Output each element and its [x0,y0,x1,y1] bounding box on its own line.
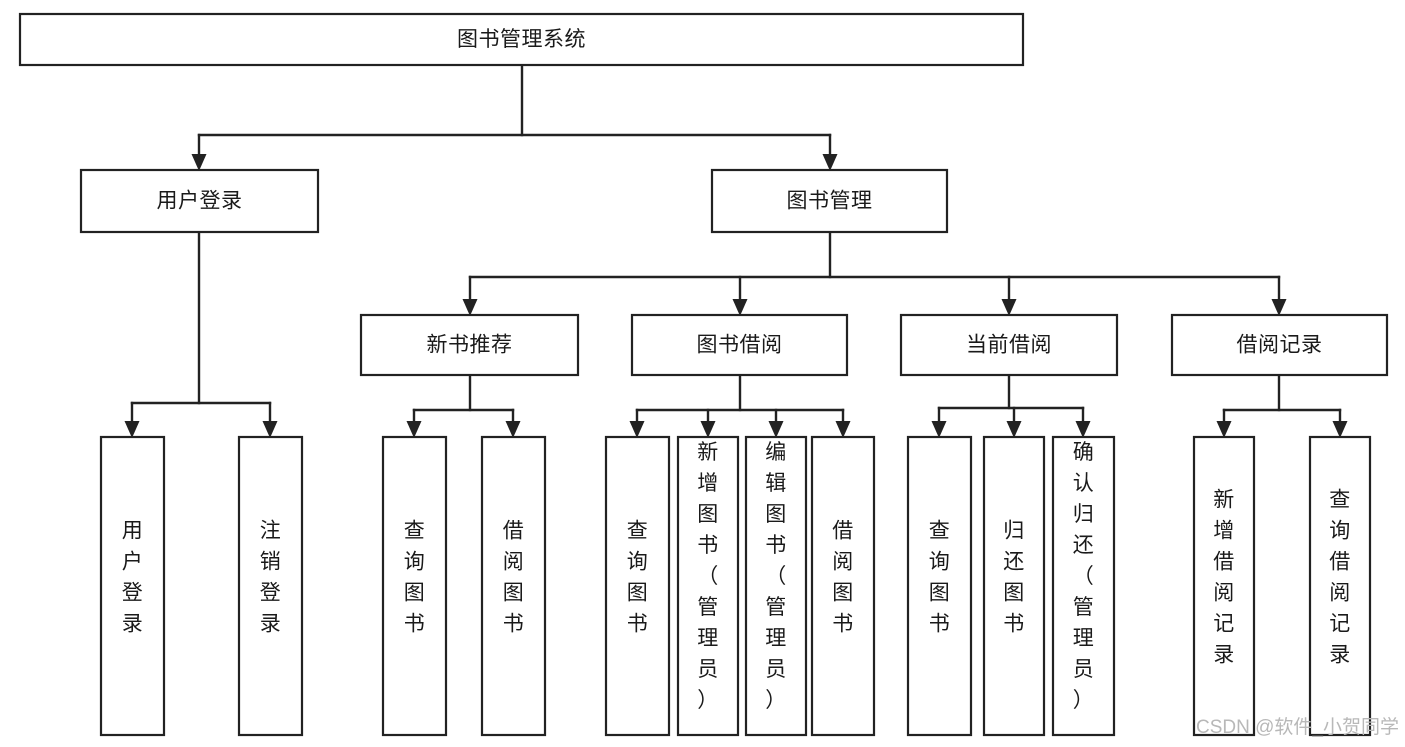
node-leaf-add-book-admin-label: 新增图书（管理员） [697,441,719,712]
arrow-head-icon [262,421,278,438]
arrow-head-icon [768,421,784,438]
connector-group-record-to-leaves [1216,373,1348,438]
arrow-head-icon [124,421,140,438]
node-leaf-return-book[interactable]: 归还图书 [982,435,1046,737]
node-book-manage-label: 图书管理 [787,190,873,213]
node-leaf-confirm-return-admin[interactable]: 确认归还（管理员） [1051,435,1116,737]
node-leaf-add-book-admin[interactable]: 新增图书（管理员） [676,435,740,737]
node-user-login-rect[interactable] [79,168,320,234]
node-book-borrow[interactable]: 图书借阅 [630,313,849,377]
arrow-head-icon [835,421,851,438]
arrow-head-icon [505,421,521,438]
arrow-head-icon [700,421,716,438]
node-leaf-confirm-return-admin-label: 确认归还（管理员） [1073,441,1095,712]
arrow-head-icon [191,154,207,171]
connector-group-borrow-to-leaves [629,373,851,438]
arrow-head-icon [1332,421,1348,438]
node-book-manage-rect[interactable] [710,168,949,234]
node-leaf-query-borrow-record-rect[interactable] [1308,435,1372,737]
node-leaf-user-login-rect[interactable] [99,435,166,737]
node-leaf-add-borrow-record-rect[interactable] [1192,435,1256,737]
node-leaf-borrow-book-1-rect[interactable] [480,435,547,737]
node-leaf-query-book-2-rect[interactable] [604,435,671,737]
node-root-system[interactable]: 图书管理系统 [18,12,1025,67]
node-leaf-add-borrow-record[interactable]: 新增借阅记录 [1192,435,1256,737]
node-leaf-query-book-3-label: 查询图书 [929,520,951,636]
node-leaf-query-book-1-label: 查询图书 [404,520,426,636]
node-leaf-return-book-rect[interactable] [982,435,1046,737]
node-leaf-user-logout-rect[interactable] [237,435,304,737]
node-leaf-borrow-book-1-label: 借阅图书 [503,520,525,636]
node-leaf-borrow-book-2-label: 借阅图书 [832,520,854,636]
node-book-manage[interactable]: 图书管理 [710,168,949,234]
arrow-head-icon [931,421,947,438]
node-leaf-query-book-1-rect[interactable] [381,435,448,737]
node-leaf-return-book-label: 归还图书 [1003,520,1025,636]
node-leaf-query-book-2-label: 查询图书 [627,520,649,636]
connector-group-current-to-leaves [931,373,1091,438]
node-borrow-record-label: 借阅记录 [1237,334,1323,357]
node-new-book-recommend-label: 新书推荐 [427,334,513,357]
node-book-borrow-label: 图书借阅 [697,334,783,357]
node-leaf-borrow-book-2[interactable]: 借阅图书 [810,435,876,737]
arrow-head-icon [1216,421,1232,438]
node-leaf-query-book-3[interactable]: 查询图书 [906,435,973,737]
node-book-borrow-rect[interactable] [630,313,849,377]
node-current-borrow-rect[interactable] [899,313,1119,377]
node-leaf-user-logout-label: 注销登录 [260,520,282,636]
connector-group-recommend-to-leaves [406,373,521,438]
arrow-head-icon [406,421,422,438]
arrow-head-icon [629,421,645,438]
node-leaf-edit-book-admin-rect[interactable] [744,435,808,737]
connectors-layer [124,63,1348,438]
node-leaf-add-book-admin-rect[interactable] [676,435,740,737]
node-leaf-query-book-1[interactable]: 查询图书 [381,435,448,737]
node-user-login[interactable]: 用户登录 [79,168,320,234]
node-current-borrow[interactable]: 当前借阅 [899,313,1119,377]
node-borrow-record-rect[interactable] [1170,313,1389,377]
boxes-layer: 图书管理系统用户登录图书管理新书推荐图书借阅当前借阅借阅记录用户登录注销登录查询… [18,12,1389,737]
node-leaf-query-borrow-record[interactable]: 查询借阅记录 [1308,435,1372,737]
node-leaf-user-login-label: 用户登录 [122,520,144,636]
node-current-borrow-label: 当前借阅 [966,334,1052,357]
node-new-book-recommend[interactable]: 新书推荐 [359,313,580,377]
node-leaf-query-borrow-record-label: 查询借阅记录 [1329,489,1351,667]
node-leaf-add-borrow-record-label: 新增借阅记录 [1213,489,1235,667]
arrow-head-icon [822,154,838,171]
node-leaf-borrow-book-1[interactable]: 借阅图书 [480,435,547,737]
arrow-head-icon [732,299,748,316]
arrow-head-icon [1006,421,1022,438]
node-leaf-confirm-return-admin-rect[interactable] [1051,435,1116,737]
arrow-head-icon [462,299,478,316]
watermark-layer: CSDN @软件_小贺同学 [1196,716,1399,738]
node-borrow-record[interactable]: 借阅记录 [1170,313,1389,377]
connector-group-userlogin-to-leaves [124,230,278,438]
node-leaf-user-logout[interactable]: 注销登录 [237,435,304,737]
node-leaf-edit-book-admin[interactable]: 编辑图书（管理员） [744,435,808,737]
node-root-system-rect[interactable] [18,12,1025,67]
node-leaf-user-login[interactable]: 用户登录 [99,435,166,737]
connector-group-root-to-level2 [191,63,838,171]
node-leaf-query-book-3-rect[interactable] [906,435,973,737]
arrow-head-icon [1001,299,1017,316]
node-leaf-borrow-book-2-rect[interactable] [810,435,876,737]
node-user-login-label: 用户登录 [157,190,243,213]
node-leaf-query-book-2[interactable]: 查询图书 [604,435,671,737]
csdn-watermark: CSDN @软件_小贺同学 [1196,716,1399,738]
arrow-head-icon [1075,421,1091,438]
node-leaf-edit-book-admin-label: 编辑图书（管理员） [765,441,787,712]
node-root-system-label: 图书管理系统 [457,28,586,51]
node-new-book-recommend-rect[interactable] [359,313,580,377]
arrow-head-icon [1271,299,1287,316]
connector-group-bookmanage-to-level3 [462,230,1287,316]
